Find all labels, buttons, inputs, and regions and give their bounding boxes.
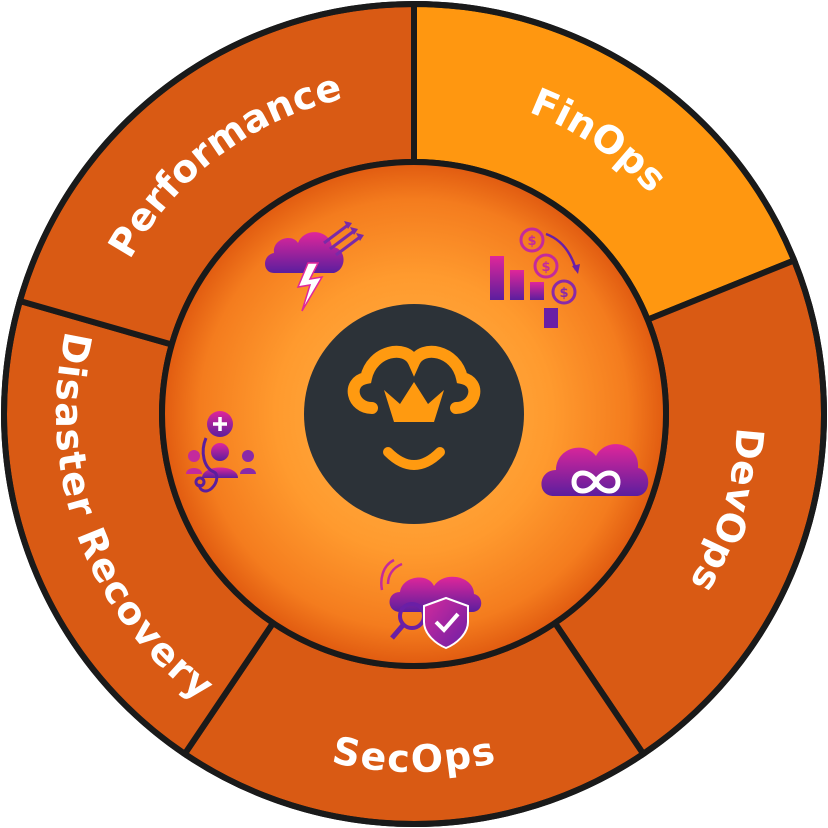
svg-text:$: $ xyxy=(541,260,550,275)
cloud-infinity-icon xyxy=(541,444,649,496)
cost-savings-chart-icon: $ $ $ xyxy=(490,227,580,328)
health-monitoring-icon xyxy=(186,411,256,493)
svg-text:$: $ xyxy=(559,286,568,301)
crowned-face-logo-icon xyxy=(304,304,524,524)
cloud-lightning-growth-icon xyxy=(265,221,364,312)
svg-text:$: $ xyxy=(527,234,536,249)
cloud-security-shield-icon xyxy=(380,558,482,650)
